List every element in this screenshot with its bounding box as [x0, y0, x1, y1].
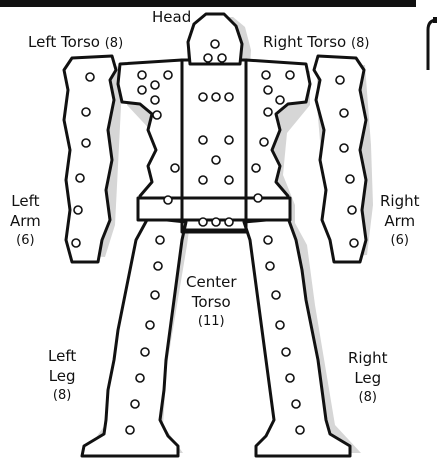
armor-pip — [276, 321, 284, 329]
armor-pip — [141, 348, 149, 356]
center-torso-count: (11) — [186, 312, 237, 332]
armor-pip — [164, 71, 172, 79]
armor-pip — [340, 109, 348, 117]
right-torso-label: Right Torso (8) — [263, 35, 369, 50]
right-torso-count: (8) — [351, 36, 369, 51]
armor-pip — [272, 291, 280, 299]
armor-pip — [264, 86, 272, 94]
armor-pip — [212, 93, 220, 101]
right-arm-line2: Arm — [380, 211, 420, 231]
armor-pip — [292, 400, 300, 408]
armor-pip — [82, 108, 90, 116]
armor-pip — [211, 40, 219, 48]
left-torso-outline — [118, 60, 182, 218]
armor-pip — [296, 426, 304, 434]
center-torso-label: Center Torso (11) — [186, 272, 237, 332]
left-leg-count: (8) — [48, 386, 76, 406]
center-torso-line2: Torso — [186, 292, 237, 312]
armor-pip — [153, 111, 161, 119]
armor-pip — [138, 71, 146, 79]
header-bar — [0, 0, 416, 7]
armor-pip — [266, 262, 274, 270]
armor-pip — [126, 426, 134, 434]
armor-pip — [340, 144, 348, 152]
armor-pip — [164, 196, 172, 204]
left-leg-label: Left Leg (8) — [48, 346, 76, 406]
right-arm-line1: Right — [380, 191, 420, 211]
armor-pip — [225, 218, 233, 226]
right-leg-line1: Right — [348, 348, 388, 368]
armor-pip — [204, 54, 212, 62]
left-arm-count: (6) — [10, 231, 41, 251]
armor-pip — [86, 73, 94, 81]
armor-pip — [218, 54, 226, 62]
armor-pip — [336, 76, 344, 84]
armor-pip — [151, 291, 159, 299]
right-leg-label: Right Leg (8) — [348, 348, 388, 408]
left-arm-line1: Left — [10, 191, 41, 211]
armor-pip — [131, 400, 139, 408]
armor-pip — [199, 218, 207, 226]
armor-pip — [212, 218, 220, 226]
right-torso-name: Right Torso — [263, 33, 346, 51]
left-leg-line1: Left — [48, 346, 76, 366]
left-arm-label: Left Arm (6) — [10, 191, 41, 251]
armor-pip — [82, 139, 90, 147]
right-leg-count: (8) — [348, 388, 388, 408]
armor-pip — [151, 96, 159, 104]
right-arm-label: Right Arm (6) — [380, 191, 420, 251]
armor-pip — [136, 374, 144, 382]
armor-pip — [260, 138, 268, 146]
center-torso-line1: Center — [186, 272, 237, 292]
armor-pip — [199, 136, 207, 144]
armor-pip — [199, 93, 207, 101]
hip-plate — [138, 198, 290, 220]
left-torso-label: Left Torso (8) — [28, 35, 123, 50]
armor-pip — [346, 175, 354, 183]
left-leg-line2: Leg — [48, 366, 76, 386]
left-torso-name: Left Torso — [28, 33, 100, 51]
armor-pip — [348, 206, 356, 214]
armor-pip — [350, 239, 358, 247]
armor-pip — [264, 236, 272, 244]
right-arm-count: (6) — [380, 231, 420, 251]
armor-pip — [286, 374, 294, 382]
armor-pip — [262, 71, 270, 79]
armor-pip — [264, 108, 272, 116]
right-arm-outline — [314, 56, 366, 262]
left-torso-count: (8) — [105, 36, 123, 51]
right-leg-line2: Leg — [348, 368, 388, 388]
armor-pip — [154, 262, 162, 270]
armor-pip — [254, 194, 262, 202]
left-arm-line2: Arm — [10, 211, 41, 231]
armor-pip — [76, 174, 84, 182]
armor-pip — [225, 136, 233, 144]
armor-pip — [151, 81, 159, 89]
armor-pip — [282, 348, 290, 356]
armor-pip — [252, 164, 260, 172]
armor-pip — [276, 96, 284, 104]
armor-pip — [171, 164, 179, 172]
armor-pip — [146, 321, 154, 329]
armor-pip — [156, 236, 164, 244]
armor-pip — [212, 156, 220, 164]
armor-pip — [74, 206, 82, 214]
armor-pip — [225, 93, 233, 101]
armor-pip — [72, 239, 80, 247]
armor-pip — [138, 86, 146, 94]
head-label: Head — [152, 10, 191, 25]
side-panel-edge — [428, 20, 437, 70]
armor-pip — [225, 176, 233, 184]
armor-pip — [199, 176, 207, 184]
armor-pip — [286, 71, 294, 79]
